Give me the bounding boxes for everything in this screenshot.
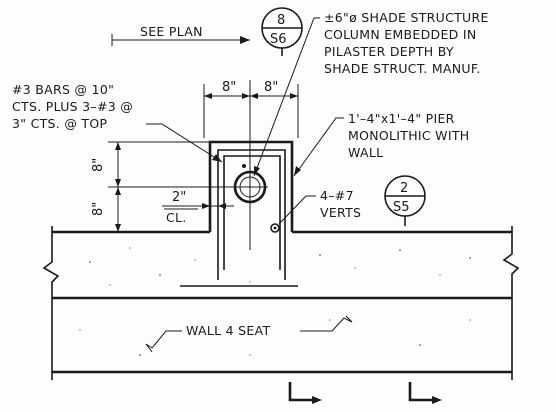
- section-cut-left: [288, 382, 318, 402]
- top-bar-dot: [242, 164, 246, 168]
- shade-leader: [253, 17, 320, 177]
- section-callout-8-s6: 8 S6: [261, 7, 303, 56]
- vert-bar-dot: [270, 223, 280, 233]
- pier-leader: [293, 117, 344, 177]
- dim-lower-text: 8": [91, 202, 106, 216]
- callout-bottom: S6: [270, 32, 287, 47]
- right-break-line: [502, 226, 520, 380]
- section-callout-2-s5: 2 S5: [384, 175, 426, 226]
- shade-note-line-1: ±6"ø SHADE STRUCTURE: [324, 10, 489, 25]
- callout-top: 8: [277, 13, 285, 28]
- pier-note-line-1: 1'–4"x1'–4" PIER: [348, 111, 455, 126]
- clear-dim-value: 2": [172, 190, 186, 205]
- clear-dim-label: CL.: [166, 210, 187, 225]
- see-plan-leader: SEE PLAN: [111, 24, 250, 46]
- wall-seat-label: WALL 4 SEAT: [186, 323, 270, 338]
- verts-note: 4–#7 VERTS: [278, 188, 361, 225]
- section-cut-markers: [288, 382, 442, 404]
- dim-right-text: 8": [264, 80, 278, 95]
- pier-note: 1'–4"x1'–4" PIER MONOLITHIC WITH WALL: [293, 111, 469, 177]
- dimensions: 8" 8" 8" 8" 2" CL.: [91, 80, 299, 232]
- pier-rebar-cage: [217, 149, 286, 280]
- wall-body: [42, 226, 520, 380]
- verts-leader: [278, 195, 316, 225]
- see-plan-label: SEE PLAN: [140, 24, 203, 39]
- verts-note-line-2: VERTS: [320, 205, 361, 220]
- wall-seat-leader-right: [300, 315, 353, 332]
- dim-left-text: 8": [222, 80, 236, 95]
- shade-structure-note: ±6"ø SHADE STRUCTURE COLUMN EMBEDDED IN …: [253, 10, 489, 177]
- bars-leader: [146, 123, 223, 163]
- concrete-stipple: [79, 247, 471, 356]
- callout-top: 2: [400, 181, 408, 196]
- left-break-line: [42, 226, 60, 380]
- shade-note-line-2: COLUMN EMBEDDED IN: [324, 27, 477, 42]
- pier: [180, 80, 298, 287]
- pier-note-line-3: WALL: [348, 145, 383, 160]
- wall-seat-label-group: WALL 4 SEAT: [145, 315, 353, 353]
- vert-bar-center: [273, 226, 277, 230]
- verts-note-line-1: 4–#7: [320, 188, 354, 203]
- pier-note-line-2: MONOLITHIC WITH: [348, 128, 469, 143]
- shade-note-line-4: SHADE STRUCT. MANUF.: [324, 61, 481, 76]
- callout-bottom: S5: [393, 200, 410, 215]
- wall-seat-leader-left: [145, 330, 182, 353]
- pier-rebar-inner: [223, 155, 281, 270]
- section-cut-right: [408, 382, 438, 402]
- bars-note-line-3: 3" CTS. @ TOP: [12, 116, 107, 131]
- shade-note-line-3: PILASTER DEPTH BY: [324, 44, 454, 59]
- dim-upper-text: 8": [91, 158, 106, 172]
- bars-note: #3 BARS @ 10" CTS. PLUS 3–#3 @ 3" CTS. @…: [12, 82, 223, 163]
- bars-note-line-2: CTS. PLUS 3–#3 @: [12, 99, 133, 114]
- bars-note-line-1: #3 BARS @ 10": [12, 82, 114, 97]
